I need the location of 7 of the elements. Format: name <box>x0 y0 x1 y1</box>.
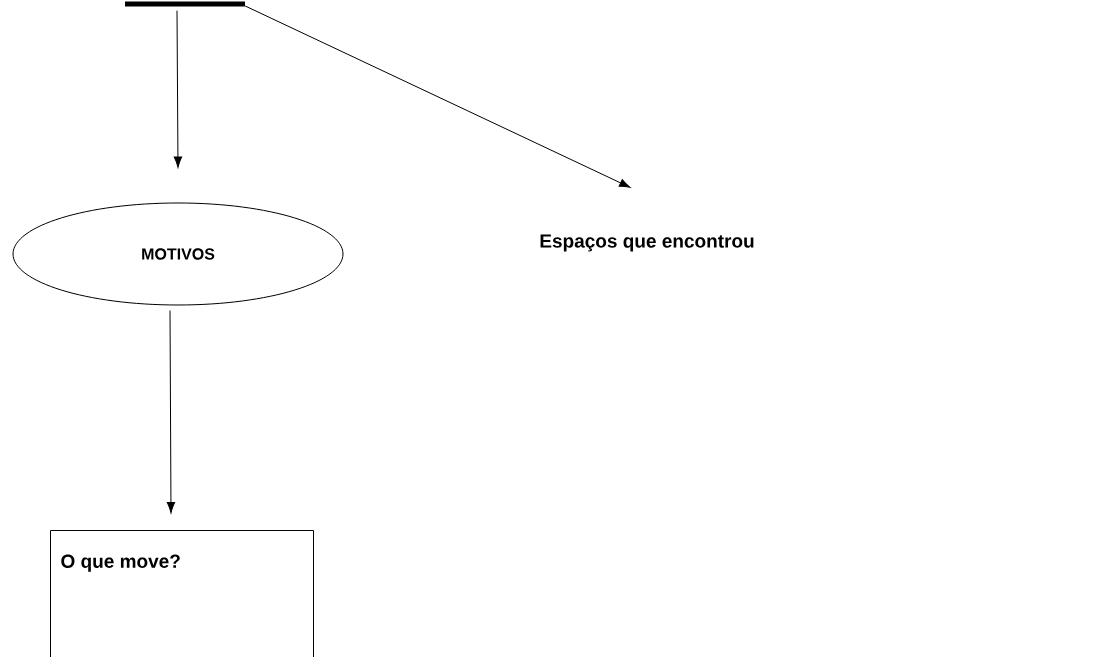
underline-bar <box>125 1 245 7</box>
arrow <box>244 5 631 188</box>
ellipse-node: MOTIVOS <box>12 202 344 306</box>
arrow <box>166 310 176 514</box>
arrow <box>173 10 183 168</box>
process-box: O que move? <box>50 530 314 657</box>
text-label: Espaços que encontrou <box>540 234 754 252</box>
